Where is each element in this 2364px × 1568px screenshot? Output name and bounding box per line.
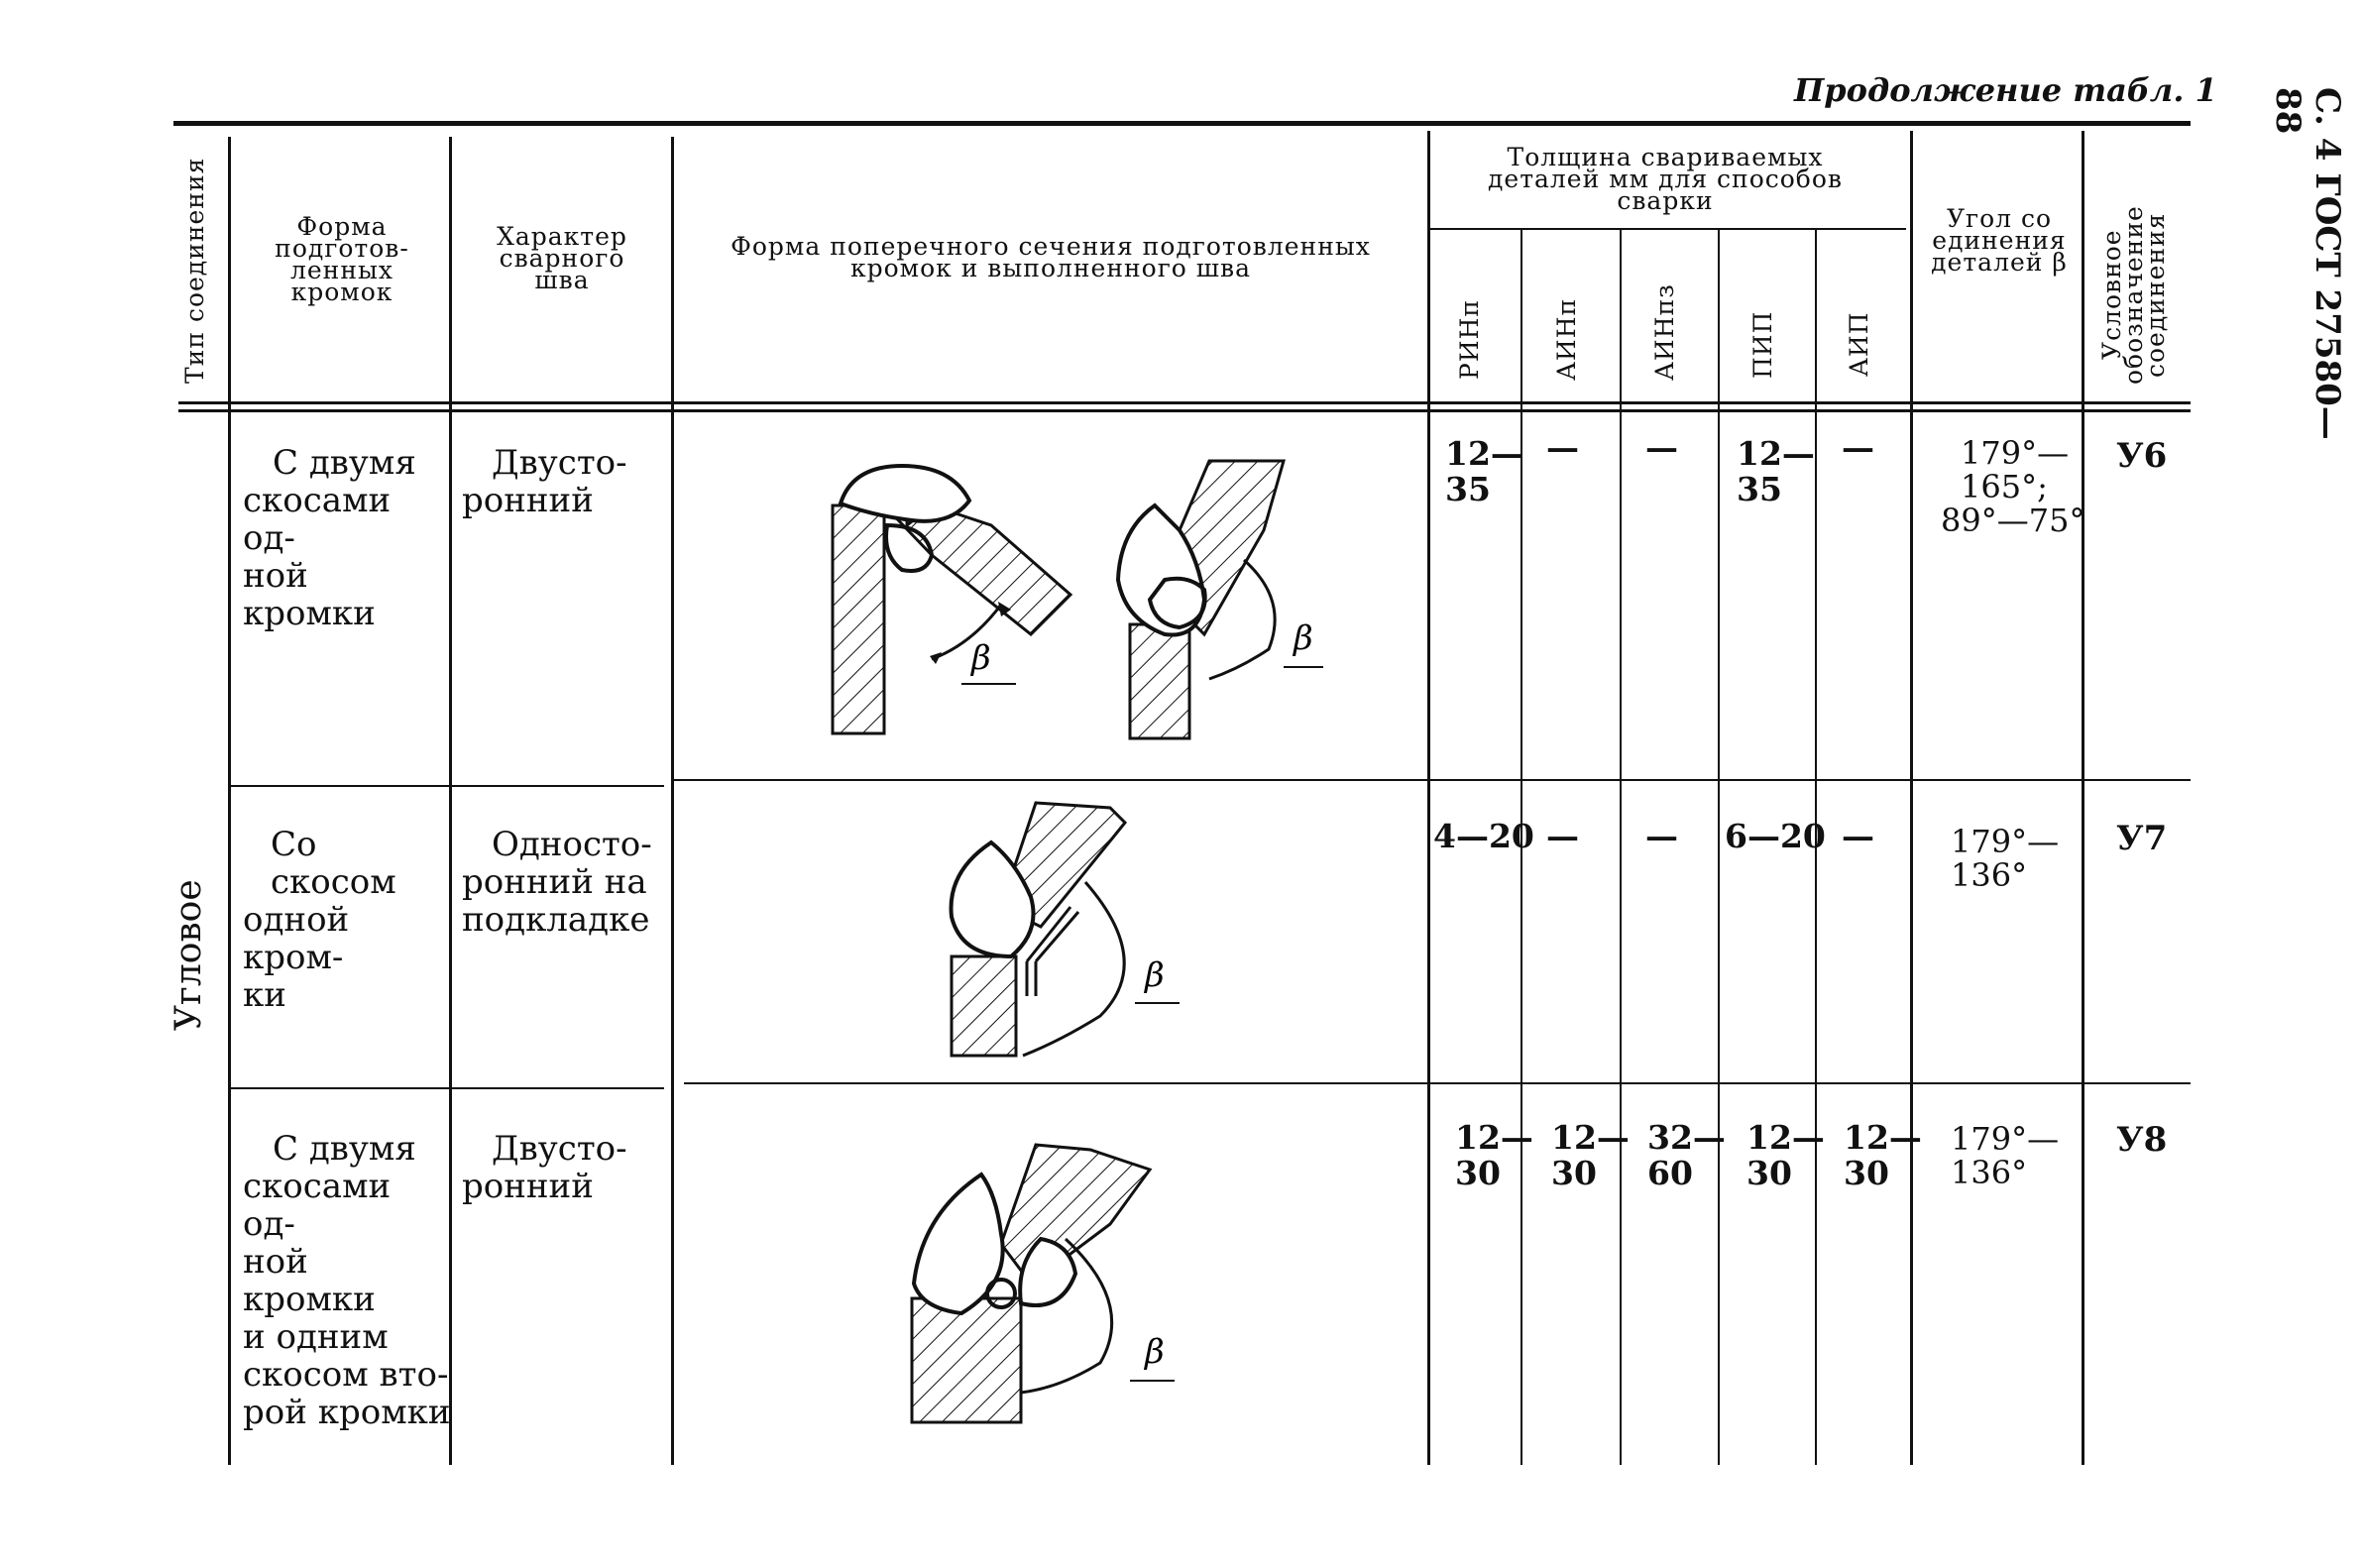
row1-edge-form: С двумя скосами од- ной кромки [243,443,416,633]
header-bottom-rule-1 [178,401,2191,404]
row2-beta: β [1143,955,1165,995]
method-header-2: АИНпз [1650,283,1679,381]
row1-beta-left: β [969,638,991,678]
method-header-0: РИНп [1455,298,1484,381]
side-standard-label: С. 4 ГОСТ 27580—88 [2268,87,2347,440]
col-rule-4 [1427,131,1430,1465]
row3-weld-section: β [910,1143,1175,1424]
row3-thickness-1: 12—30 [1551,1118,1630,1192]
header-edge-form: Форма подготов-ленных кромок [275,212,409,306]
row1-thickness-4: — [1842,428,1874,467]
row1-weld-section-left: β [831,463,1073,735]
col-rule-10 [2082,131,2084,1465]
row-separator-2a [228,1087,664,1089]
col-rule-5 [1520,230,1522,1465]
header-joint-type: Тип соединения [180,157,209,384]
row3-angle: 179°— 136° [1951,1120,2060,1191]
method-header-4: АИП [1845,311,1873,378]
row3-thickness-3: 12—30 [1746,1118,1825,1192]
header-angle: Угол со единения деталей β [1931,204,2068,277]
row-separator-2b [684,1082,2191,1084]
thickness-group-rule [1430,228,1906,230]
row2-thickness-2: — [1645,817,1678,855]
joint-type-label: Угловое [169,879,209,1031]
row1-thickness-3: 12—35 [1737,434,1815,508]
row1-designation: У6 [2116,436,2168,476]
continuation-label: Продолжение табл. 1 [1794,71,2217,109]
col-rule-7 [1718,230,1720,1465]
top-rule [173,121,2191,126]
row1-thickness-2: — [1645,428,1678,467]
col-rule-9 [1910,131,1913,1465]
row1-thickness-1: — [1546,428,1579,467]
header-bottom-rule-2 [178,409,2191,412]
row2-angle: 179°— 136° [1951,823,2060,894]
row3-thickness-2: 32—60 [1647,1118,1726,1192]
row3-designation: У8 [2116,1120,2168,1160]
col-rule-6 [1620,230,1622,1465]
col-rule-2 [449,137,452,1465]
method-header-1: АИНп [1552,297,1581,382]
row-separator-1b [674,779,2191,781]
row2-thickness-3: 6—20 [1725,817,1826,855]
row2-thickness-4: — [1842,817,1874,855]
row1-angle: 179°— 165°; 89°—75° [1941,434,2085,539]
row1-weld-section-right: β [1115,459,1323,740]
row3-beta: β [1143,1332,1165,1372]
row1-weld-character: Двусто- ронний [462,443,627,520]
header-cross-section: Форма поперечного сечения подготовленных… [731,232,1371,282]
row2-thickness-0: 4—20 [1433,817,1534,855]
header-thickness-group: Толщина свариваемых деталей мм для спосо… [1488,143,1843,215]
row1-beta-right: β [1292,618,1313,658]
header-designation: Условное обозначение соединения [2097,205,2170,385]
method-header-3: ПИП [1748,310,1777,379]
col-rule-3 [671,137,674,1465]
row3-weld-character: Двусто- ронний [462,1129,627,1206]
row2-weld-section: β [949,801,1180,1058]
row2-edge-form: Со скосом одной кром- ки [243,825,396,1015]
col-rule-1 [228,137,231,1465]
row2-weld-character: Односто- ронний на подкладке [462,825,652,940]
row3-thickness-4: 12—30 [1844,1118,1922,1192]
row3-thickness-0: 12—30 [1455,1118,1533,1192]
col-rule-8 [1815,230,1817,1465]
row-separator-1a [228,785,664,787]
row3-edge-form: С двумя скосами од- ной кромки и одним с… [243,1129,451,1432]
row2-thickness-1: — [1546,817,1579,855]
row1-thickness-0: 12—35 [1445,434,1523,508]
row2-designation: У7 [2116,819,2168,858]
header-weld-character: Характер сварного шва [497,222,627,294]
